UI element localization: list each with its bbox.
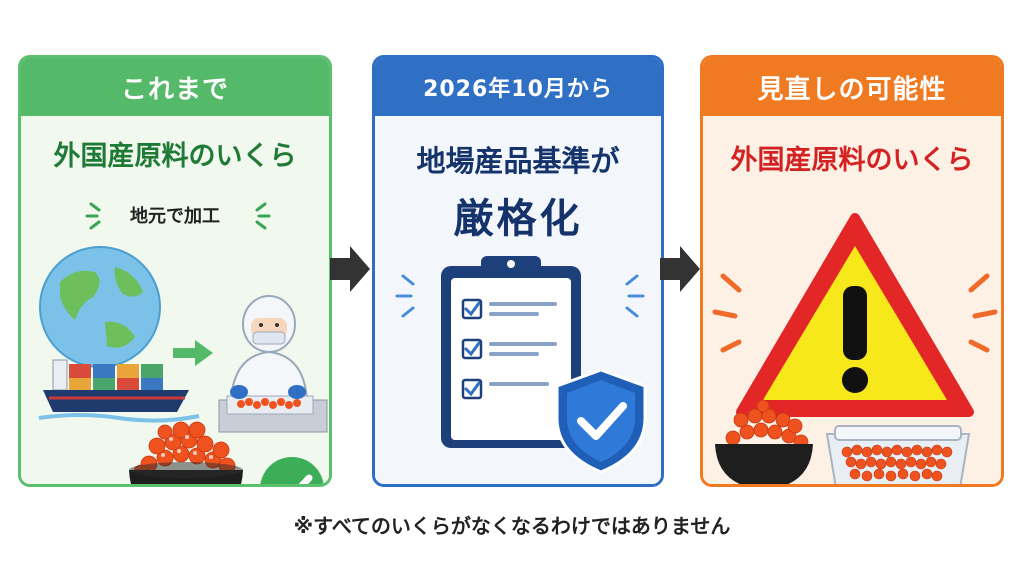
emphasis-lines-icon xyxy=(712,273,998,353)
ikura-bowl-icon xyxy=(129,421,243,484)
cargo-ship-icon xyxy=(38,359,200,423)
check-circle-icon xyxy=(260,457,324,484)
panel-after-body: 外国産原料のいくら xyxy=(703,116,1001,484)
panel-after-title: 外国産原料のいくら xyxy=(730,145,974,176)
arrow-right-icon xyxy=(173,340,213,366)
footnote: ※すべてのいくらがなくなるわけではありません xyxy=(293,514,731,538)
panel-change-body: 地場産品基準が 厳格化 xyxy=(375,116,661,484)
shield-check-icon xyxy=(555,368,647,474)
globe-icon xyxy=(39,246,161,368)
arrow-right-icon xyxy=(330,246,370,292)
clipboard-checklist-icon xyxy=(441,256,581,448)
factory-worker-icon xyxy=(218,295,328,433)
panel-change-title-line1: 地場産品基準が xyxy=(416,144,620,178)
arrow-right-icon xyxy=(660,246,700,292)
panel-before-subtitle: 地元で加工 xyxy=(130,206,220,227)
ikura-bowl-icon xyxy=(715,399,813,484)
panel-after-header: 見直しの可能性 xyxy=(703,58,1001,116)
panel-before-body: 外国産原料のいくら 地元で加工 xyxy=(21,116,329,484)
ikura-tray-icon xyxy=(825,425,971,484)
panel-before: これまで 外国産原料のいくら 地元で加工 xyxy=(18,55,332,487)
panel-before-title: 外国産原料のいくら xyxy=(53,141,297,172)
emphasis-lines-icon xyxy=(395,274,645,318)
warning-triangle-icon xyxy=(736,213,974,417)
emphasis-lines-icon xyxy=(85,202,271,230)
panel-after: 見直しの可能性 外国産原料のいくら xyxy=(700,55,1004,487)
panel-change-header: 2026年10月から xyxy=(375,58,661,116)
panel-change: 2026年10月から 地場産品基準が 厳格化 xyxy=(372,55,664,487)
panel-change-title-line2: 厳格化 xyxy=(453,196,583,242)
panel-before-header: これまで xyxy=(21,58,329,116)
